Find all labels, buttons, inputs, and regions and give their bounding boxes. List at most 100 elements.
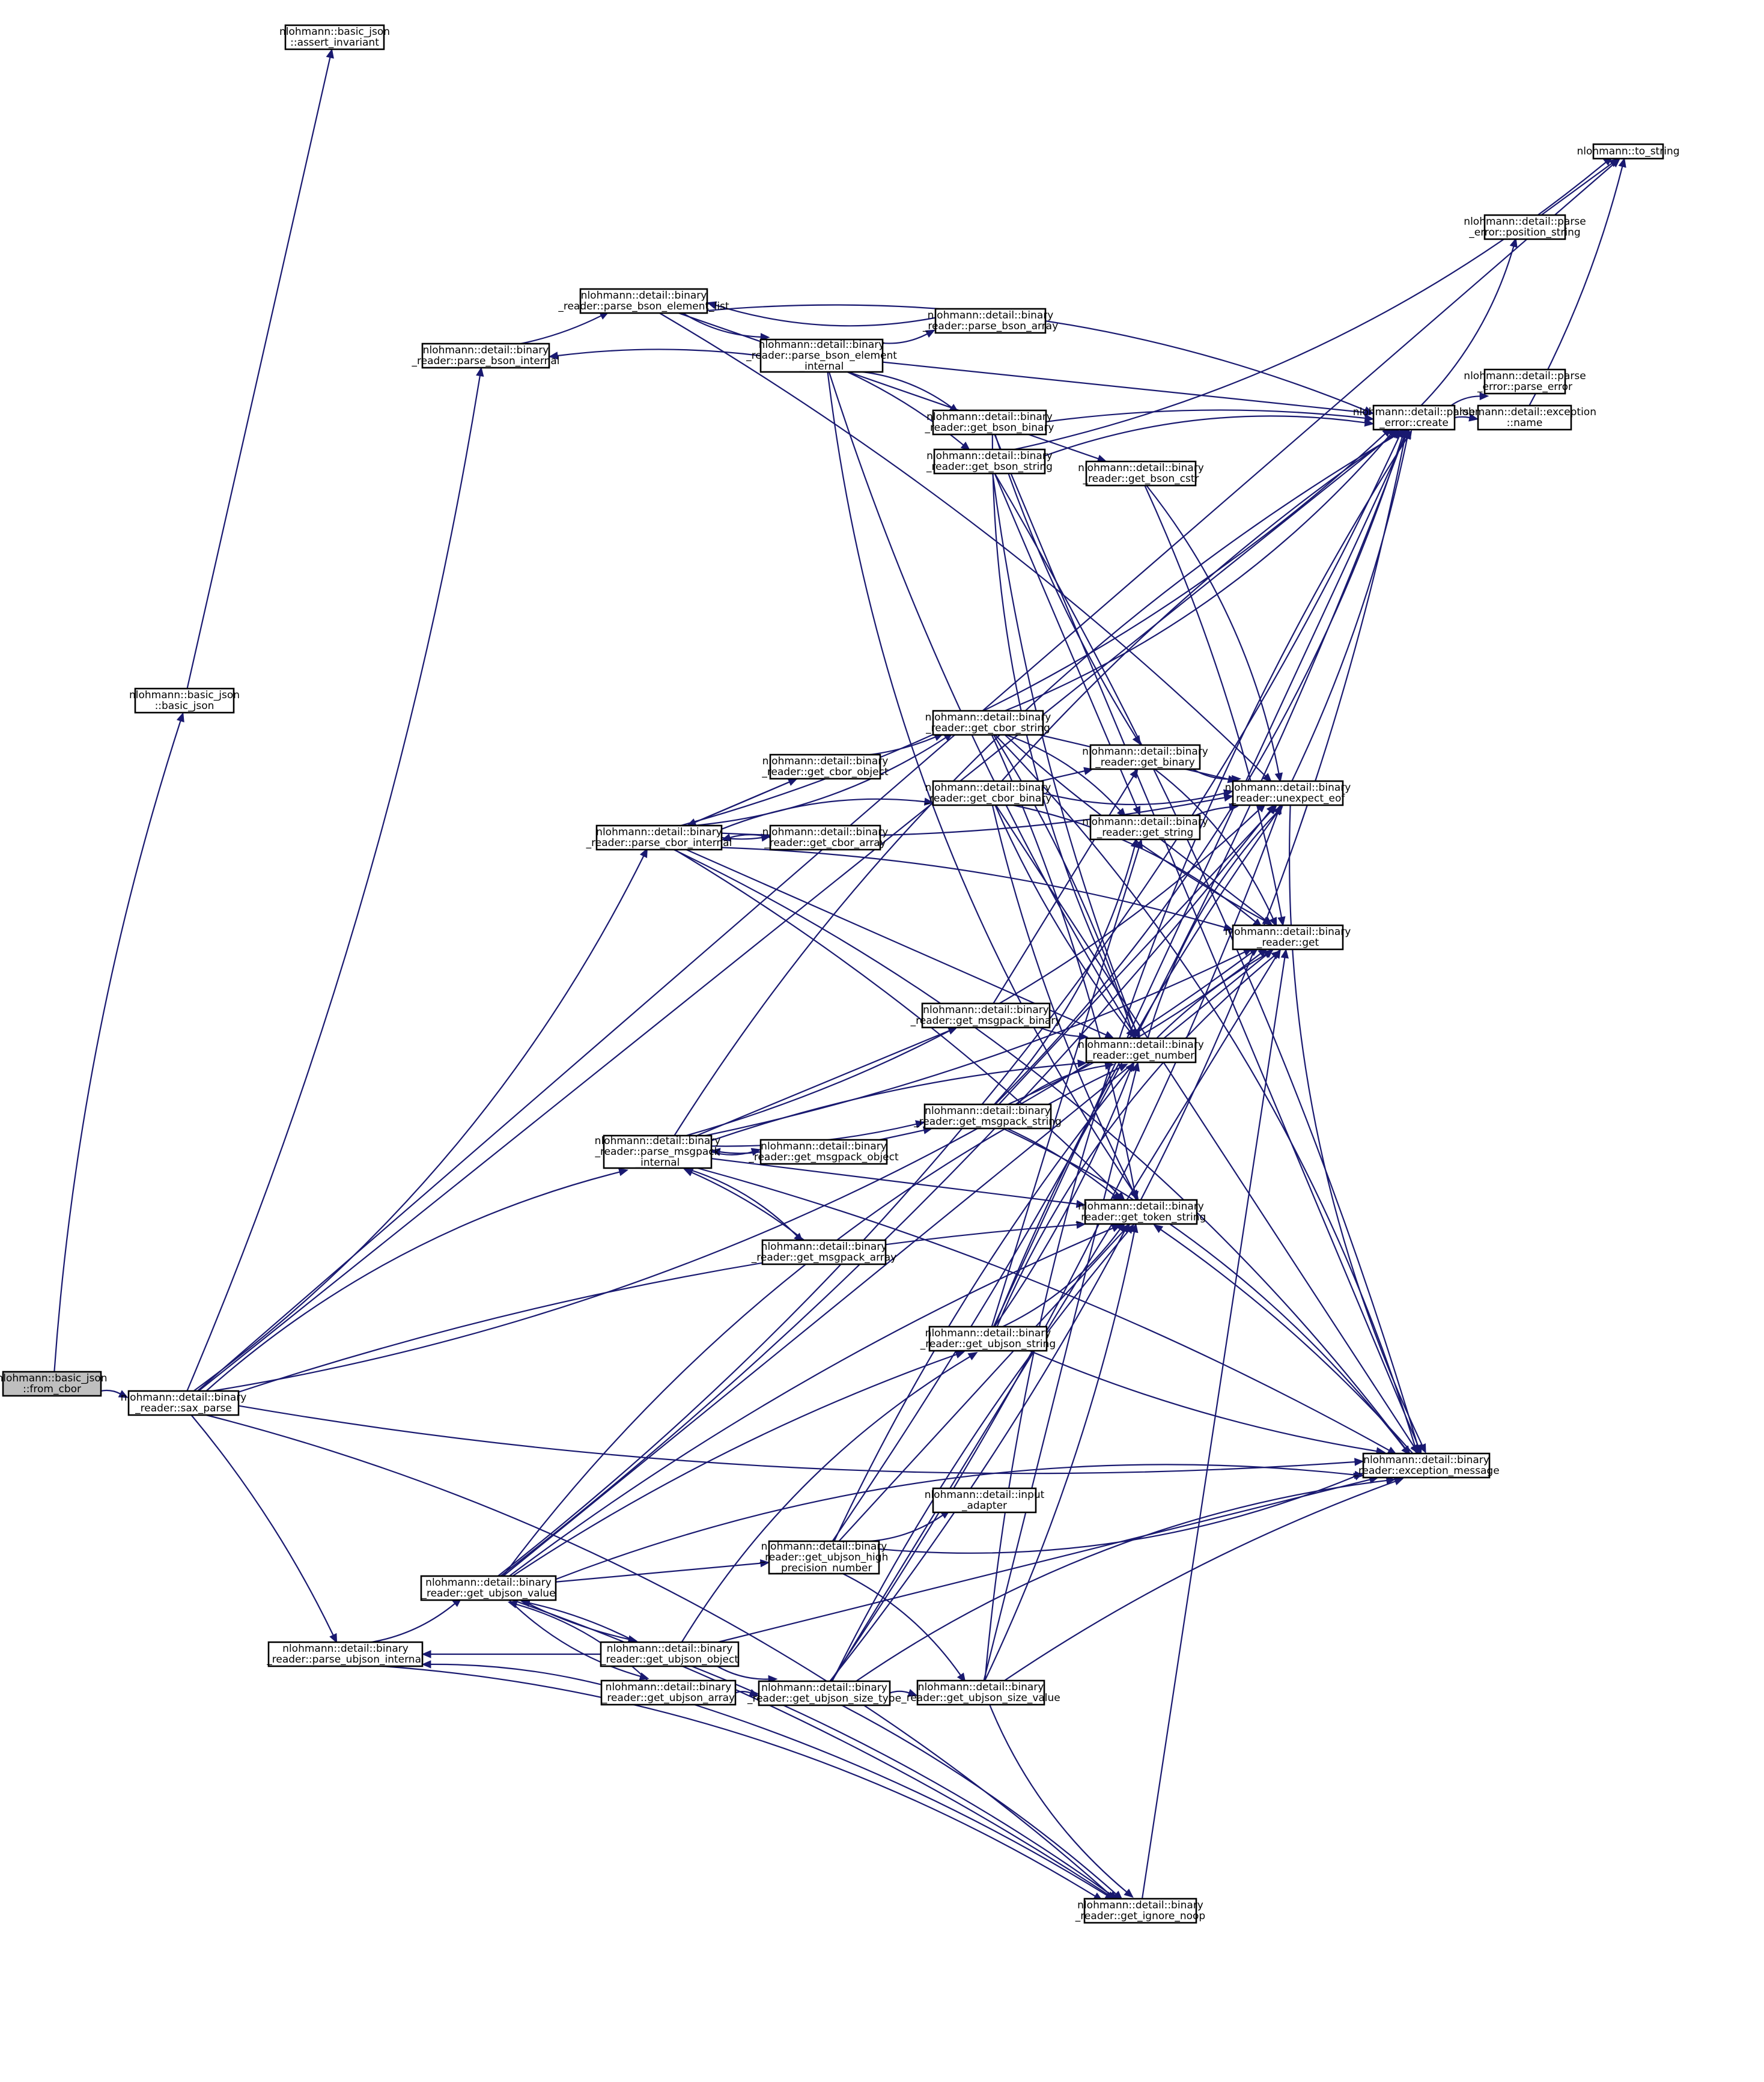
edge-get_ubjson_size_value-to-parse_error_create (984, 437, 1408, 1681)
node-get-ubjson-object[interactable]: nlohmann::detail::binary_reader::get_ubj… (600, 1641, 740, 1667)
node-get-cbor-binary[interactable]: nlohmann::detail::binary_reader::get_cbo… (924, 780, 1052, 806)
arrowhead-icon (476, 367, 484, 377)
node-label-line: nlohmann::detail::binary (1078, 1039, 1204, 1051)
node-sax-parse[interactable]: nlohmann::detail::binary_reader::sax_par… (121, 1390, 247, 1416)
node-get-ignore-noop[interactable]: nlohmann::detail::binary_reader::get_ign… (1075, 1898, 1205, 1924)
node-label-line: _reader::parse_msgpack (594, 1146, 720, 1158)
edge-get_cbor_string-to-get_string (1006, 734, 1121, 811)
node-label-line: nlohmann::detail::binary (1225, 926, 1351, 938)
node-from-cbor[interactable]: nlohmann::basic_json::from_cbor (0, 1371, 108, 1397)
edge-get_ubjson_size_value-to-exception_message (1004, 1481, 1396, 1681)
node-get-cbor-string[interactable]: nlohmann::detail::binary_reader::get_cbo… (925, 710, 1051, 736)
arrowhead-icon (1364, 408, 1375, 417)
node-get-string[interactable]: nlohmann::detail::binary_reader::get_str… (1082, 814, 1208, 841)
node-box (127, 1390, 240, 1416)
node-get-msgpack-array[interactable]: nlohmann::detail::binary_reader::get_msg… (751, 1239, 897, 1265)
edge-parse_msgpack_internal-to-get (705, 951, 1245, 1137)
arrowhead-icon (923, 797, 934, 806)
node-exception-name[interactable]: nlohmann::detail::exception::name (1453, 404, 1596, 431)
node-label-line: nlohmann::basic_json (279, 26, 390, 38)
node-label-line: nlohmann::detail::binary (423, 344, 549, 356)
node-parse-error-parse-error[interactable]: nlohmann::detail::parse_error::parse_err… (1464, 368, 1586, 395)
node-input-adapter[interactable]: nlohmann::detail::input_adapter (925, 1487, 1045, 1514)
node-parse-bson-element-list[interactable]: nlohmann::detail::binary_reader::parse_b… (558, 288, 729, 314)
node-get-ubjson-size-type[interactable]: nlohmann::detail::binary_reader::get_ubj… (747, 1680, 901, 1706)
arrowhead-icon (1135, 838, 1143, 849)
arrowhead-icon (907, 1688, 918, 1697)
node-parse-error-create[interactable]: nlohmann::detail::parse_error::create (1353, 404, 1475, 431)
arrowhead-icon (1116, 1192, 1126, 1202)
node-exception-message[interactable]: nlohmann::detail::binary_reader::excepti… (1352, 1452, 1500, 1479)
node-unexpect-eof[interactable]: nlohmann::detail::binary_reader::unexpec… (1225, 780, 1351, 806)
edge-parse_error_create-to-parse_error_parse_error (1450, 395, 1480, 406)
node-label-line: nlohmann::detail::parse (1464, 370, 1586, 382)
node-get-msgpack-string[interactable]: nlohmann::detail::binary_reader::get_msg… (913, 1103, 1062, 1130)
edge-get_ubjson_value-to-get_ubjson_high_precision_number (555, 1562, 761, 1583)
arrowhead-icon (967, 1351, 978, 1360)
edge-get_bson_cstr-to-get (1144, 485, 1283, 918)
node-label-line: nlohmann::detail::binary (581, 290, 707, 302)
node-get-msgpack-object[interactable]: nlohmann::detail::binary_reader::get_msg… (748, 1139, 899, 1165)
node-label-line: nlohmann::detail::binary (1082, 746, 1208, 758)
edge-get_ubjson_high_precision_number-to-input_adapter (869, 1514, 943, 1542)
edge-get_ubjson_size_type-to-get_ignore_noop (841, 1705, 1117, 1895)
node-get-number[interactable]: nlohmann::detail::binary_reader::get_num… (1078, 1037, 1204, 1064)
node-label-line: nlohmann::detail::binary (761, 1241, 887, 1253)
node-basic-json[interactable]: nlohmann::basic_json::basic_json (129, 687, 240, 714)
edge-parse_cbor_internal-to-get_token_string (674, 849, 1119, 1196)
node-get-ubjson-size-value[interactable]: nlohmann::detail::binary_reader::get_ubj… (901, 1679, 1060, 1706)
node-label-line: _internal (635, 1157, 680, 1169)
node-label-line: nlohmann::detail::binary (925, 782, 1051, 794)
node-label-line: _reader::parse_ubjson_internal (266, 1654, 424, 1666)
node-get-ubjson-string[interactable]: nlohmann::detail::binary_reader::get_ubj… (920, 1326, 1056, 1352)
node-label-line: _reader::sax_parse (135, 1402, 232, 1414)
edge-get_ubjson_high_precision_number-to-get_number (833, 1069, 1130, 1542)
node-get-ubjson-high-precision-number[interactable]: nlohmann::detail::binary_reader::get_ubj… (759, 1540, 889, 1575)
node-box (1232, 924, 1344, 951)
edge-get_ubjson_object-to-get_ubjson_value (529, 1602, 637, 1643)
node-get-binary[interactable]: nlohmann::detail::binary_reader::get_bin… (1082, 744, 1208, 770)
arrowhead-icon (1131, 1061, 1140, 1072)
arrowhead-icon (618, 1168, 628, 1176)
node-get-cbor-array[interactable]: nlohmann::detail::binary_reader::get_cbo… (762, 824, 889, 851)
edge-parse_bson_element_internal-to-parse_bson_array (882, 333, 928, 344)
node-parse-bson-array[interactable]: nlohmann::detail::binary_reader::parse_b… (922, 308, 1058, 334)
edge-basic_json-to-assert_invariant (186, 57, 331, 689)
edge-get_string-to-get (1160, 839, 1267, 921)
node-parse-bson-internal[interactable]: nlohmann::detail::binary_reader::parse_b… (412, 342, 560, 369)
node-get-ubjson-array[interactable]: nlohmann::detail::binary_reader::get_ubj… (600, 1679, 737, 1706)
node-get[interactable]: nlohmann::detail::binary_reader::get (1225, 924, 1351, 951)
edge-get_string-to-unexpect_eof (1194, 806, 1230, 817)
arrowhead-icon (118, 1390, 129, 1398)
node-label-line: _reader::get_bson_binary (925, 422, 1054, 434)
arrowhead-icon (1354, 1458, 1364, 1466)
arrowhead-icon (421, 1650, 431, 1658)
node-label-line: nlohmann::detail::binary (925, 711, 1051, 723)
edge-parse_cbor_internal-to-get_cbor_binary (721, 798, 925, 830)
arrowhead-icon (176, 712, 184, 723)
node-get-msgpack-binary[interactable]: nlohmann::detail::binary_reader::get_msg… (910, 1002, 1062, 1029)
arrowhead-icon (1274, 804, 1282, 815)
node-label-line: _reader::get_binary (1095, 756, 1195, 769)
node-get-bson-string[interactable]: nlohmann::detail::binary_reader::get_bso… (926, 448, 1053, 475)
node-label-line: _reader::parse_bson_internal (412, 355, 560, 367)
node-parse-ubjson-internal[interactable]: nlohmann::detail::binary_reader::parse_u… (266, 1641, 424, 1667)
node-parse-cbor-internal[interactable]: nlohmann::detail::binary_reader::parse_c… (586, 824, 732, 851)
node-position-string[interactable]: nlohmann::detail::parse_error::position_… (1464, 214, 1586, 240)
node-get-ubjson-value[interactable]: nlohmann::detail::binary_reader::get_ubj… (420, 1575, 557, 1601)
edge-get_cbor_array-to-parse_cbor_internal (729, 834, 771, 839)
node-get-bson-cstr[interactable]: nlohmann::detail::binary_reader::get_bso… (1078, 460, 1204, 487)
arrowhead-icon (1468, 413, 1479, 422)
arrowhead-icon (1104, 1030, 1115, 1039)
node-get-bson-binary[interactable]: nlohmann::detail::binary_reader::get_bso… (925, 409, 1054, 436)
node-parse-bson-element-internal[interactable]: nlohmann::detail::binary_reader::parse_b… (746, 338, 897, 373)
node-parse-msgpack-internal[interactable]: nlohmann::detail::binary_reader::parse_m… (594, 1134, 720, 1169)
edge-get_ubjson_string-to-parse_error_create (993, 437, 1406, 1327)
node-get-token-string[interactable]: nlohmann::detail::binary_reader::get_tok… (1075, 1199, 1206, 1225)
edge-sax_parse-to-parse_msgpack_internal (205, 1171, 620, 1392)
node-get-cbor-object[interactable]: nlohmann::detail::binary_reader::get_cbo… (761, 753, 889, 780)
node-assert-invariant[interactable]: nlohmann::basic_json::assert_invariant (279, 24, 390, 50)
node-to-string[interactable]: nlohmann::to_string (1577, 143, 1680, 160)
edge-get_ubjson_object-to-get_ubjson_string (681, 1356, 970, 1643)
node-box (768, 1540, 880, 1575)
